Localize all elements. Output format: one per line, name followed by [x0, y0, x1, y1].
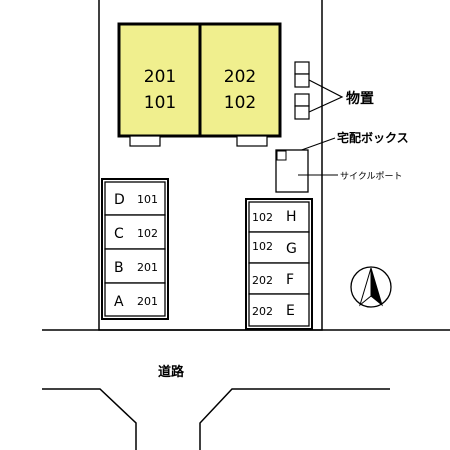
storage-leader-line [308, 79, 344, 113]
road-label: 道路 [158, 364, 185, 380]
stall-g-room: 102 [252, 240, 273, 253]
stall-b-room: 201 [137, 261, 158, 274]
storage-sheds: 物置 [294, 61, 374, 120]
bicycle-port-label: サイクルポート [340, 171, 403, 182]
parking-stall-h [248, 201, 310, 233]
parking-stall-c [104, 214, 166, 250]
stall-e-letter: E [286, 303, 295, 319]
delivery-box-label: 宅配ボックス [337, 130, 409, 145]
delivery-and-bike-area: 宅配ボックス サイクルポート [275, 130, 409, 193]
stall-a-letter: A [114, 294, 124, 310]
storage-shed-1 [294, 61, 310, 75]
stall-e-room: 202 [252, 305, 273, 318]
unit-left-lower-number: 101 [144, 93, 176, 113]
outdoor-unit-right [236, 135, 268, 147]
unit-right-upper-number: 202 [224, 67, 256, 87]
stall-b-letter: B [114, 260, 124, 276]
stall-f-room: 202 [252, 274, 273, 287]
storage-shed-4 [294, 105, 310, 120]
stall-f-letter: F [286, 272, 294, 288]
storage-label: 物置 [346, 90, 374, 107]
parking-stall-f [248, 262, 310, 295]
stall-a-room: 201 [137, 295, 158, 308]
road: 道路 [42, 329, 450, 450]
stall-c-letter: C [114, 226, 124, 242]
outdoor-unit-left [129, 135, 161, 147]
building-unit-right [198, 22, 282, 138]
unit-right-lower-number: 102 [224, 93, 256, 113]
parking-right: 102 H 102 G 202 F 202 E [245, 198, 313, 330]
parking-stall-e [248, 293, 310, 327]
unit-left-upper-number: 201 [144, 67, 176, 87]
stall-h-room: 102 [252, 211, 273, 224]
stall-g-letter: G [286, 241, 297, 257]
stall-c-room: 102 [137, 227, 158, 240]
stall-d-letter: D [114, 192, 125, 208]
north-arrow-icon [350, 266, 392, 308]
road-edge-right [199, 388, 390, 450]
storage-shed-2 [294, 73, 310, 88]
parking-left-border [101, 178, 169, 320]
parking-stall-a [104, 282, 166, 317]
road-edge-left [42, 388, 137, 450]
bicycle-port-box [275, 149, 309, 193]
storage-shed-3 [294, 93, 310, 107]
stall-h-letter: H [286, 209, 297, 225]
stall-d-room: 101 [137, 193, 158, 206]
building: 201 101 202 102 [117, 22, 282, 147]
delivery-box [276, 150, 287, 161]
parking-left: D 101 C 102 B 201 A 201 [101, 178, 169, 320]
parking-right-border [245, 198, 313, 330]
